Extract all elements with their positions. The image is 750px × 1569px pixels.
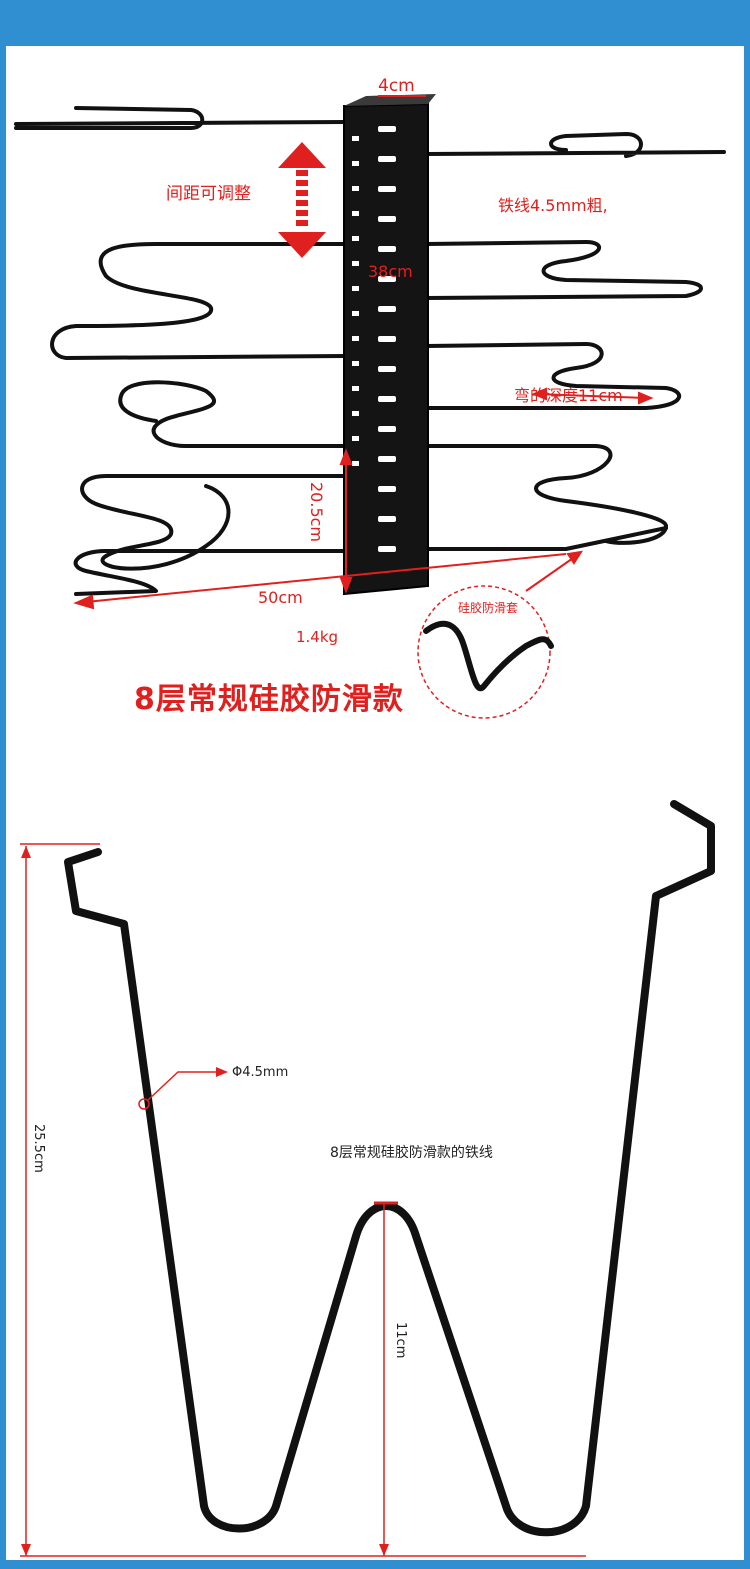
label-wire-caption: 8层常规硅胶防滑款的铁线 [330,1145,493,1161]
wire-shelf-2 [424,132,726,158]
label-wire: 铁线4.5mm粗, [498,196,608,215]
center-column [343,94,436,596]
silicone-detail-circle [417,585,554,719]
label-width: 4cm [378,76,415,96]
label-height: 38cm [368,262,413,281]
product-frame: 4cm 间距可调整 铁线4.5mm粗, 38cm 弯的深度11cm 20.5cm… [6,46,744,1560]
label-silicone: 硅胶防滑套 [458,601,519,615]
label-total-height: 25.5cm [31,1124,46,1173]
wire-base [73,526,668,596]
label-base-height: 20.5cm [307,482,326,543]
label-spacing: 间距可调整 [166,184,251,204]
label-diameter: Φ4.5mm [232,1065,289,1080]
wire-shelf-1 [14,106,348,130]
wire-shelf-6 [424,342,682,410]
product-title: 8层常规硅胶防滑款 [134,682,404,717]
label-bend: 弯的深度11cm [514,386,623,405]
wire-shelf-8 [424,444,668,545]
label-bend-depth: 11cm [393,1322,408,1359]
wire-shelf-3 [50,242,348,360]
spacing-arrow-icon [278,142,326,258]
wire-shelf-4 [424,240,703,300]
pan-rack-illustration [14,94,726,719]
label-width-total: 50cm [258,588,303,607]
wire-shelf-5 [118,380,348,448]
wire-shelf-7 [80,474,348,571]
single-wire-illustration [20,800,715,1557]
label-weight: 1.4kg [296,628,339,646]
